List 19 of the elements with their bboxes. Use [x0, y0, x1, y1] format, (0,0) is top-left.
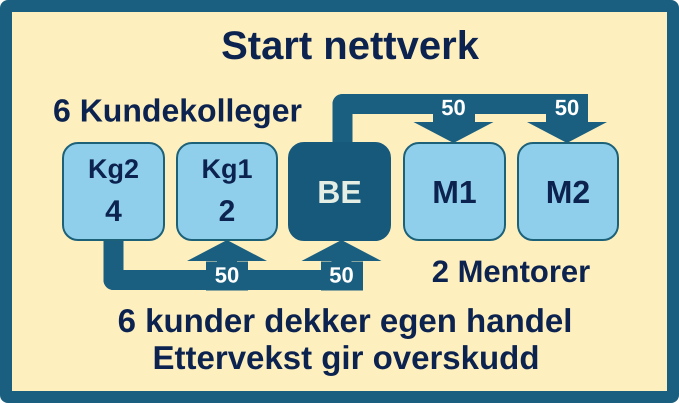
node-box — [176, 142, 278, 241]
node-label: M1 — [432, 176, 477, 208]
node-label: 2 — [218, 197, 236, 227]
title: Start nettverk — [221, 24, 479, 68]
group-label: 2 Mentorer — [432, 254, 590, 290]
node-box — [62, 142, 165, 241]
group-label: 6 Kundekolleger — [53, 93, 302, 129]
node-label: 4 — [105, 197, 122, 227]
node-label: Kg1 — [201, 156, 252, 183]
node-label: Kg2 — [88, 156, 139, 183]
summary-text: Ettervekst gir overskudd — [152, 340, 540, 376]
node-box — [288, 142, 391, 241]
node-label: M2 — [546, 176, 590, 208]
summary-text: 6 kunder dekker egen handel — [118, 302, 572, 340]
node-box — [403, 142, 506, 241]
edge-label: 50 — [320, 261, 362, 290]
node-box — [517, 142, 619, 241]
edge-label: 50 — [546, 94, 588, 122]
node-label: BE — [317, 176, 362, 208]
